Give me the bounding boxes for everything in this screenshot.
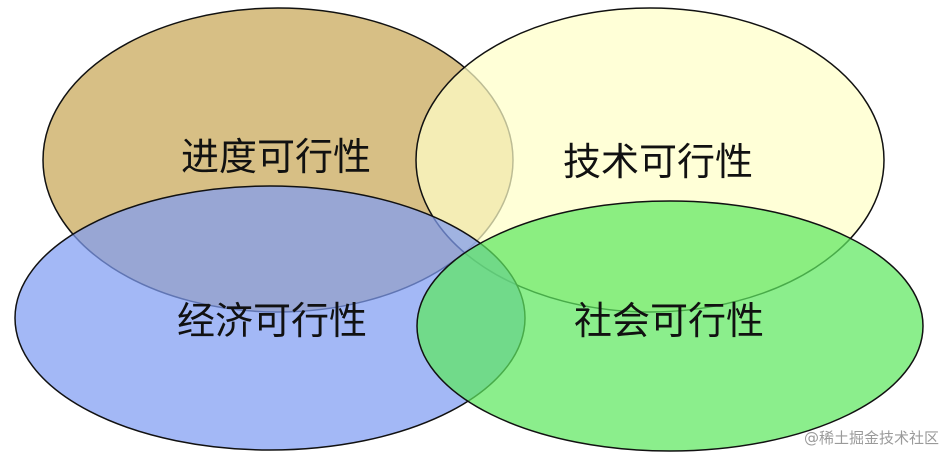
technical-feasibility-label: 技术可行性 <box>563 140 753 184</box>
social-feasibility-ellipse <box>416 200 924 452</box>
schedule-feasibility-label: 进度可行性 <box>181 135 371 179</box>
social-feasibility-label: 社会可行性 <box>574 299 764 343</box>
watermark: @稀土掘金技术社区 <box>803 429 939 447</box>
economic-feasibility-label: 经济可行性 <box>177 299 367 343</box>
